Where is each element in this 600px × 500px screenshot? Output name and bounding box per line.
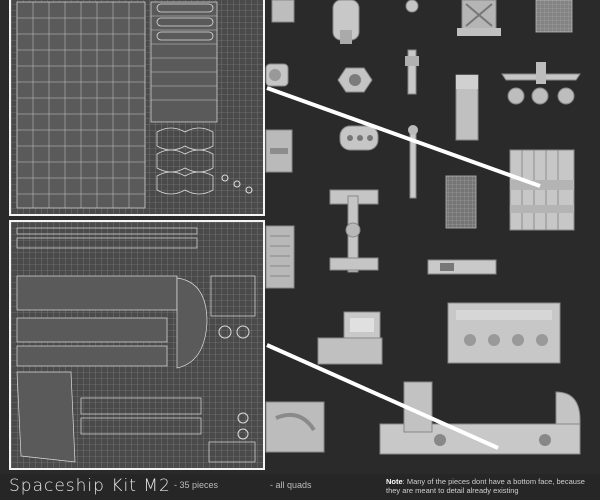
note-label: Note xyxy=(386,477,403,486)
truss-piece xyxy=(457,0,501,36)
block-piece xyxy=(455,74,479,141)
frame-piece xyxy=(329,189,379,273)
corridor-piece xyxy=(379,381,581,455)
bracket-piece xyxy=(501,62,581,105)
topology-note: - all quads xyxy=(270,480,312,490)
uv-map-panel-top xyxy=(9,0,265,216)
tank-piece xyxy=(271,0,573,44)
console-piece xyxy=(317,311,383,365)
machine-block-piece xyxy=(447,302,561,364)
kit-title: Spaceship Kit M2 xyxy=(9,476,171,496)
uv-map-panel-bottom xyxy=(9,220,265,470)
plate-piece xyxy=(339,125,379,151)
side-panel-piece xyxy=(265,225,295,289)
hex-nut-piece xyxy=(337,67,373,93)
knob-piece xyxy=(265,63,289,87)
note-text: Note: Many of the pieces dont have a bot… xyxy=(386,477,596,495)
pointer-line-bottom xyxy=(266,343,499,450)
panel-piece xyxy=(265,129,293,173)
piston-piece xyxy=(405,49,419,95)
box-piece xyxy=(445,175,477,229)
note-body: : Many of the pieces dont have a bottom … xyxy=(386,477,585,495)
rod-piece xyxy=(408,125,418,199)
pipe-piece xyxy=(265,401,325,453)
pointer-line-top xyxy=(266,86,541,188)
cylinder-bank-piece xyxy=(509,149,575,231)
piece-count: - 35 pieces xyxy=(174,480,219,490)
rail-piece xyxy=(427,259,497,275)
bolt-piece xyxy=(405,0,419,13)
footer-bar: Spaceship Kit M2 - 35 pieces - all quads… xyxy=(0,474,600,500)
